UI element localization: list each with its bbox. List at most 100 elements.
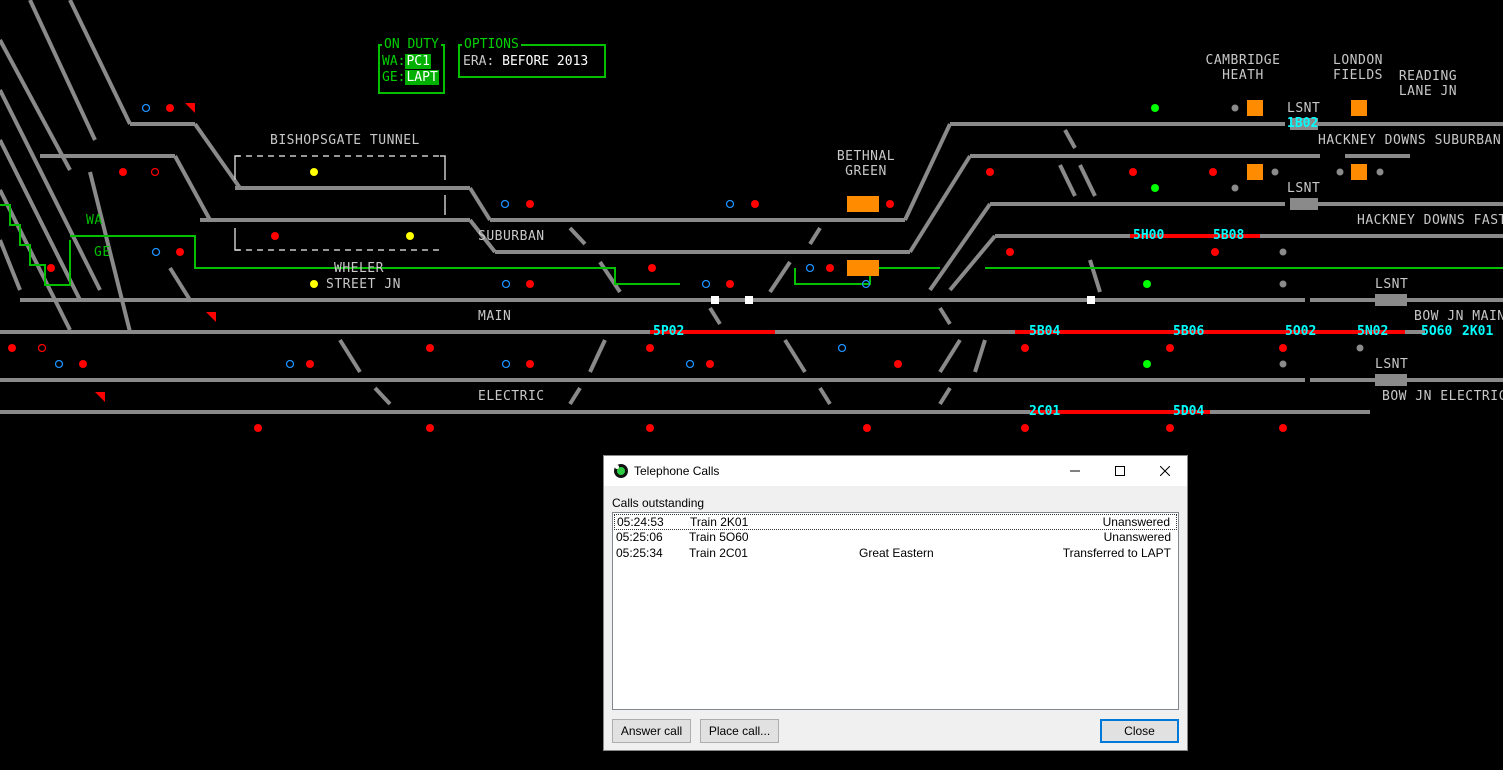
signal[interactable] xyxy=(1209,168,1217,176)
route-marker-icon[interactable] xyxy=(500,199,510,209)
signal[interactable] xyxy=(47,264,55,272)
signal[interactable] xyxy=(79,360,87,368)
signal[interactable] xyxy=(1231,104,1239,112)
calls-list[interactable]: 05:24:53 Train 2K01 Unanswered 05:25:06 … xyxy=(612,512,1179,710)
headcode-2k01[interactable]: 2K01 xyxy=(1462,324,1494,339)
answer-call-button[interactable]: Answer call xyxy=(612,719,691,743)
signal[interactable] xyxy=(271,232,279,240)
signal[interactable] xyxy=(1376,168,1384,176)
signal[interactable] xyxy=(426,344,434,352)
route-marker-icon[interactable] xyxy=(151,247,161,257)
route-marker-icon[interactable] xyxy=(861,279,871,289)
maximize-button[interactable] xyxy=(1097,456,1143,486)
track xyxy=(0,189,72,331)
signal[interactable] xyxy=(1129,168,1137,176)
signal[interactable] xyxy=(8,344,16,352)
route-marker-icon[interactable] xyxy=(725,199,735,209)
route-marker-icon[interactable] xyxy=(837,343,847,353)
signal[interactable] xyxy=(1143,360,1151,368)
london-fields-platform[interactable] xyxy=(1351,100,1367,116)
signal[interactable] xyxy=(406,232,414,240)
close-window-button[interactable] xyxy=(1142,456,1188,486)
signal[interactable] xyxy=(526,280,534,288)
era-value[interactable]: BEFORE 2013 xyxy=(502,54,589,69)
signal[interactable] xyxy=(1006,248,1014,256)
signal[interactable] xyxy=(306,360,314,368)
headcode-5p02[interactable]: 5P02 xyxy=(653,324,685,339)
route-marker-icon[interactable] xyxy=(501,359,511,369)
minimize-button[interactable] xyxy=(1052,456,1098,486)
bethnal-green-platform[interactable] xyxy=(847,260,879,276)
signal[interactable] xyxy=(166,104,174,112)
signal[interactable] xyxy=(119,168,127,176)
route-marker-icon[interactable] xyxy=(685,359,695,369)
headcode-2c01[interactable]: 2C01 xyxy=(1029,404,1061,419)
signal[interactable] xyxy=(706,360,714,368)
bethnal-green-platform[interactable] xyxy=(847,196,879,212)
signal[interactable] xyxy=(886,200,894,208)
signal[interactable] xyxy=(1211,248,1219,256)
signal[interactable] xyxy=(726,280,734,288)
signal[interactable] xyxy=(863,424,871,432)
bow-main-label: BOW JN MAIN xyxy=(1414,309,1503,324)
signal[interactable] xyxy=(1279,248,1287,256)
route-marker-icon[interactable] xyxy=(501,279,511,289)
headcode-5o60[interactable]: 5O60 xyxy=(1421,324,1453,339)
signal[interactable] xyxy=(1279,344,1287,352)
signal[interactable] xyxy=(254,424,262,432)
signal[interactable] xyxy=(1271,168,1279,176)
list-item[interactable]: 05:25:34 Train 2C01 Great Eastern Transf… xyxy=(614,546,1177,562)
place-call-button[interactable]: Place call... xyxy=(700,719,779,743)
headcode-5b08[interactable]: 5B08 xyxy=(1213,228,1245,243)
headcode-5d04[interactable]: 5D04 xyxy=(1173,404,1205,419)
headcode-5b04[interactable]: 5B04 xyxy=(1029,324,1061,339)
signal[interactable] xyxy=(426,424,434,432)
signal[interactable] xyxy=(1021,424,1029,432)
signal[interactable] xyxy=(310,280,318,288)
headcode-5o02[interactable]: 5O02 xyxy=(1285,324,1317,339)
route-marker-icon[interactable] xyxy=(285,359,295,369)
list-item[interactable]: 05:24:53 Train 2K01 Unanswered xyxy=(614,514,1177,530)
signal[interactable] xyxy=(826,264,834,272)
signal[interactable] xyxy=(1356,344,1364,352)
cambridge-heath-platform[interactable] xyxy=(1247,100,1263,116)
signal[interactable] xyxy=(894,360,902,368)
signal[interactable] xyxy=(648,264,656,272)
route-marker-icon[interactable] xyxy=(805,263,815,273)
london-fields-platform[interactable] xyxy=(1351,164,1367,180)
signal[interactable] xyxy=(176,248,184,256)
signal[interactable] xyxy=(646,424,654,432)
headcode-1b02[interactable]: 1B02 xyxy=(1287,116,1319,131)
headcode-5n02[interactable]: 5N02 xyxy=(1357,324,1389,339)
signal[interactable] xyxy=(1166,424,1174,432)
route-marker-icon[interactable] xyxy=(54,359,64,369)
signal[interactable] xyxy=(37,343,47,353)
close-button[interactable]: Close xyxy=(1100,719,1179,743)
signal[interactable] xyxy=(1279,424,1287,432)
cambridge-heath-platform[interactable] xyxy=(1247,164,1263,180)
signal[interactable] xyxy=(1336,168,1344,176)
signal[interactable] xyxy=(1279,280,1287,288)
signal[interactable] xyxy=(150,167,160,177)
route-marker-icon[interactable] xyxy=(701,279,711,289)
signal[interactable] xyxy=(646,344,654,352)
title-bar[interactable]: Telephone Calls xyxy=(604,456,1187,486)
signal[interactable] xyxy=(1166,344,1174,352)
route-marker-icon[interactable] xyxy=(141,103,151,113)
signal[interactable] xyxy=(526,360,534,368)
signal[interactable] xyxy=(310,168,318,176)
signal[interactable] xyxy=(986,168,994,176)
signal[interactable] xyxy=(526,200,534,208)
signal[interactable] xyxy=(1021,344,1029,352)
list-item[interactable]: 05:25:06 Train 5O60 Unanswered xyxy=(614,530,1177,546)
signal[interactable] xyxy=(1151,104,1159,112)
ge-operator[interactable]: LAPT xyxy=(405,70,439,85)
headcode-5b06[interactable]: 5B06 xyxy=(1173,324,1205,339)
signal[interactable] xyxy=(1231,184,1239,192)
signal[interactable] xyxy=(751,200,759,208)
headcode-5h00[interactable]: 5H00 xyxy=(1133,228,1165,243)
signal[interactable] xyxy=(1143,280,1151,288)
signal[interactable] xyxy=(1279,360,1287,368)
wa-operator[interactable]: PC1 xyxy=(405,54,431,69)
signal[interactable] xyxy=(1151,184,1159,192)
